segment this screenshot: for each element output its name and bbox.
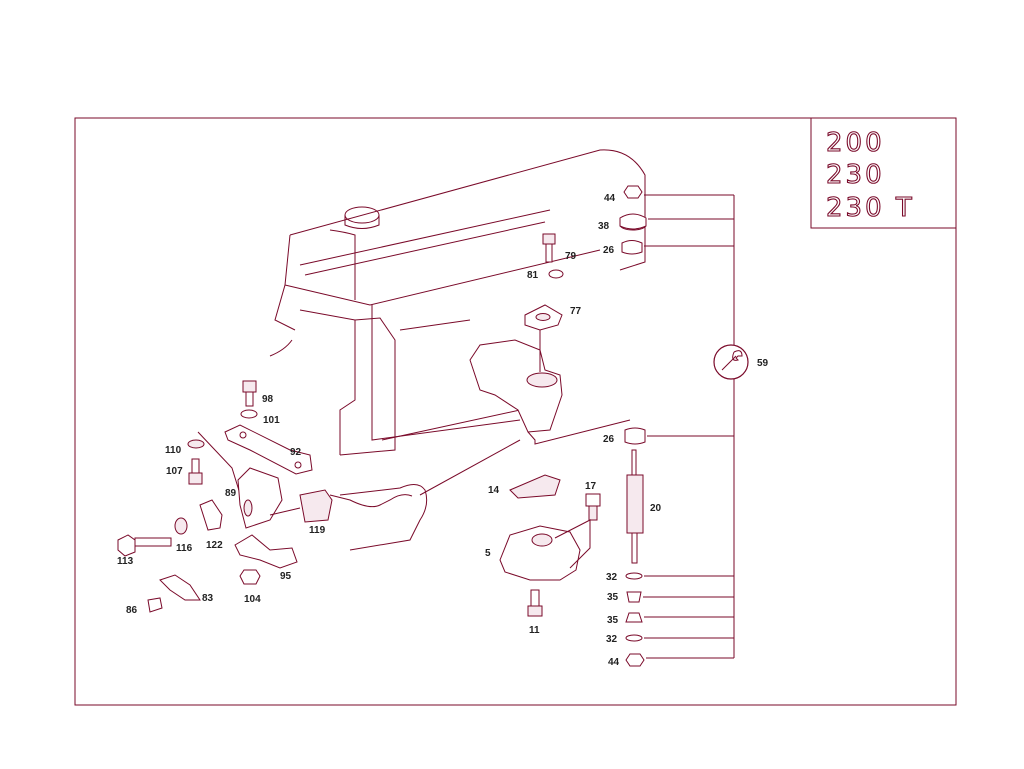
model-200: 200	[826, 128, 885, 158]
callout-26-mid: 26	[603, 434, 615, 445]
callout-119: 119	[309, 525, 326, 536]
callout-86: 86	[126, 605, 138, 616]
callout-101: 101	[263, 415, 280, 426]
model-badge-box: 200 230 230 T	[810, 118, 956, 229]
diagram-frame	[74, 117, 957, 706]
callout-107: 107	[166, 466, 183, 477]
callout-44-bottom: 44	[608, 657, 620, 668]
right-connectors	[643, 194, 749, 659]
callout-11: 11	[529, 625, 540, 636]
callout-5: 5	[485, 548, 491, 559]
callout-83: 83	[202, 593, 214, 604]
part-5-mount	[499, 519, 591, 581]
callout-38: 38	[598, 221, 610, 232]
callout-81: 81	[527, 270, 539, 281]
callout-17: 17	[585, 481, 597, 492]
callout-77: 77	[570, 306, 582, 317]
callout-32-b: 32	[606, 634, 618, 645]
callout-26-top: 26	[603, 245, 615, 256]
engine-block	[269, 149, 646, 551]
part-17-bolt	[585, 493, 601, 521]
right-stack-parts	[619, 185, 647, 667]
part-81-washer	[548, 269, 564, 279]
callout-122: 122	[206, 540, 223, 551]
part-79-bolt	[542, 233, 556, 263]
callout-98: 98	[262, 394, 274, 405]
callout-35-b: 35	[607, 615, 619, 626]
callout-32-a: 32	[606, 572, 618, 583]
part-11-bolt	[527, 589, 543, 617]
callout-116: 116	[176, 543, 193, 554]
callout-79: 79	[565, 251, 577, 262]
callout-89: 89	[225, 488, 237, 499]
model-230t: 230 T	[826, 193, 915, 223]
callout-113: 113	[117, 556, 134, 567]
callout-59: 59	[757, 358, 769, 369]
callout-14: 14	[488, 485, 500, 496]
part-14-plate	[509, 474, 561, 499]
callout-20: 20	[650, 503, 662, 514]
callout-104: 104	[244, 594, 261, 605]
engine-mount-bracket	[469, 330, 631, 445]
callout-92: 92	[290, 447, 302, 458]
callout-44-top: 44	[604, 193, 616, 204]
left-group-parts	[117, 380, 333, 613]
part-77-plate	[524, 304, 563, 331]
callout-labels: 44 38 26 79 81 77 59 26 20 17 14 5 11 32…	[117, 193, 769, 668]
model-230: 230	[826, 160, 885, 190]
wrench-icon	[721, 350, 743, 371]
callout-95: 95	[280, 571, 292, 582]
callout-35-a: 35	[607, 592, 619, 603]
callout-110: 110	[165, 445, 182, 456]
